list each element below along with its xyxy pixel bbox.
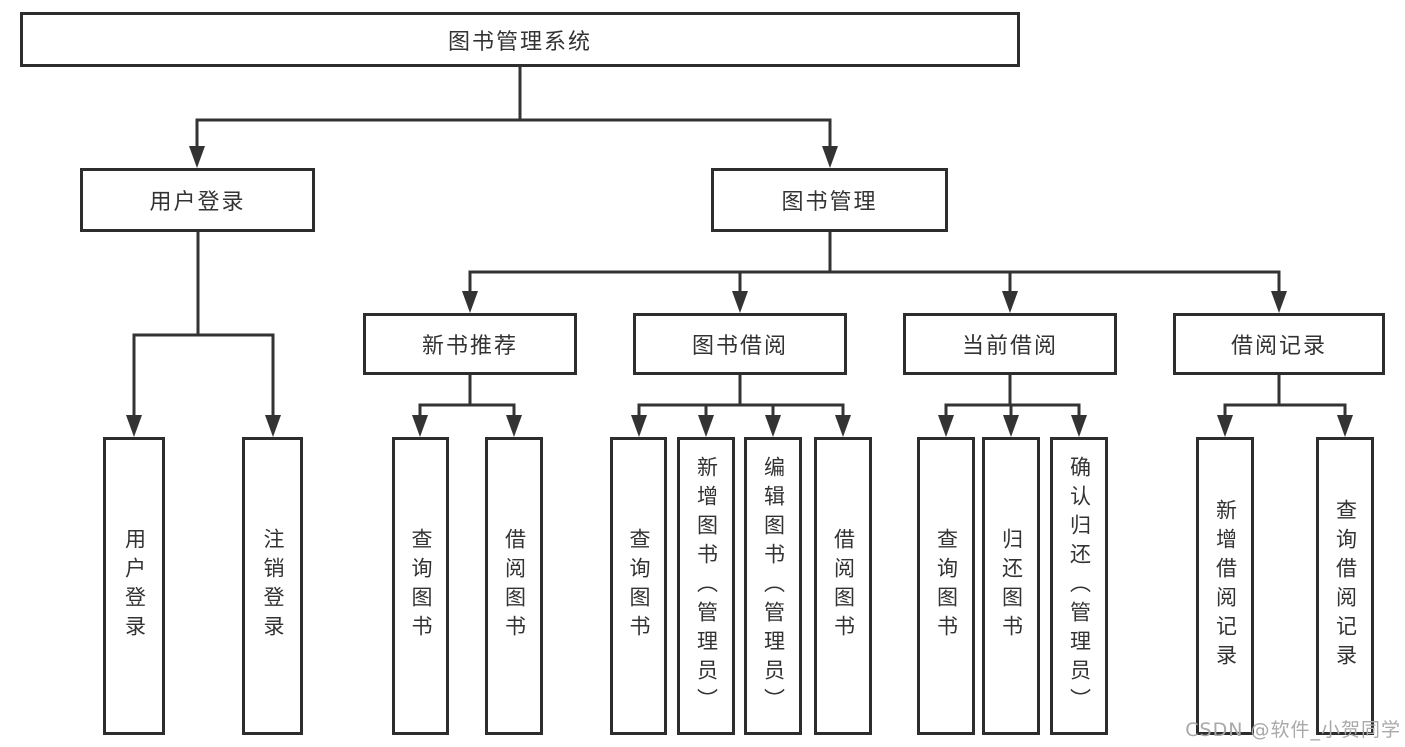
edge-current-borrow-to-leaves <box>944 375 1081 417</box>
arrowheads <box>126 146 1353 437</box>
csdn-watermark: CSDN @软件_小贺同学 <box>1185 719 1401 741</box>
node-borrow-records: 借阅记录 <box>1173 313 1385 375</box>
arrow-icon <box>189 146 205 168</box>
leaf-label: 确认归还（管理员） <box>1067 455 1092 717</box>
node-root-label: 图书管理系统 <box>447 29 592 55</box>
node-leaf-query-borrow-record: 查询借阅记录 <box>1316 437 1374 735</box>
node-book-management-label: 图书管理 <box>781 190 878 215</box>
arrow-icon <box>412 415 428 437</box>
leaf-label: 注销登录 <box>261 528 285 644</box>
arrow-icon <box>822 146 838 168</box>
arrow-icon <box>1337 415 1353 437</box>
leaf-label: 查询图书 <box>409 528 433 644</box>
node-leaf-edit-books-admin: 编辑图书（管理员） <box>744 437 802 735</box>
node-current-borrow: 当前借阅 <box>903 313 1117 375</box>
node-leaf-add-books-admin: 新增图书（管理员） <box>677 437 735 735</box>
leaf-label: 查询借阅记录 <box>1333 499 1358 673</box>
arrow-icon <box>1217 415 1233 437</box>
node-leaf-query-books-borrow: 查询图书 <box>610 437 667 735</box>
arrow-icon <box>1003 415 1019 437</box>
leaf-label: 编辑图书（管理员） <box>761 455 786 717</box>
node-book-management: 图书管理 <box>711 168 948 232</box>
arrow-icon <box>631 415 647 437</box>
node-new-book-recommend: 新书推荐 <box>363 313 577 375</box>
node-book-borrow-label: 图书借阅 <box>691 334 788 359</box>
node-borrow-records-label: 借阅记录 <box>1230 334 1327 359</box>
node-leaf-query-books-current: 查询图书 <box>917 437 975 735</box>
leaf-label: 借阅图书 <box>831 528 856 644</box>
arrow-icon <box>835 415 851 437</box>
node-current-borrow-label: 当前借阅 <box>961 334 1058 359</box>
node-leaf-logout: 注销登录 <box>242 437 303 735</box>
leaf-label: 借阅图书 <box>502 528 527 644</box>
arrow-icon <box>938 415 954 437</box>
node-leaf-add-borrow-record: 新增借阅记录 <box>1196 437 1254 735</box>
leaf-label: 归还图书 <box>999 528 1024 644</box>
edge-new-book-recommend-to-leaves <box>418 375 516 417</box>
edge-borrow-records-to-leaves <box>1223 375 1347 417</box>
edge-user-login-to-leaves <box>132 232 275 417</box>
edge-book-management-to-level3 <box>468 232 1281 293</box>
arrow-icon <box>265 415 281 437</box>
arrow-icon <box>765 415 781 437</box>
arrow-icon <box>462 291 478 313</box>
arrow-icon <box>1271 291 1287 313</box>
node-root: 图书管理系统 <box>20 12 1020 67</box>
arrow-icon <box>698 415 714 437</box>
arrow-icon <box>732 291 748 313</box>
arrow-icon <box>1071 415 1087 437</box>
leaf-label: 用户登录 <box>122 528 147 644</box>
arrow-icon <box>506 415 522 437</box>
arrow-icon <box>126 415 142 437</box>
node-leaf-query-books-recommend: 查询图书 <box>392 437 449 735</box>
node-book-borrow: 图书借阅 <box>633 313 847 375</box>
leaf-label: 新增借阅记录 <box>1213 499 1238 673</box>
leaf-label: 查询图书 <box>627 528 651 644</box>
arrow-icon <box>1002 291 1018 313</box>
node-leaf-return-books: 归还图书 <box>982 437 1040 735</box>
edge-root-to-level2 <box>195 67 832 148</box>
node-user-login-label: 用户登录 <box>149 190 246 215</box>
node-leaf-confirm-return-admin: 确认归还（管理员） <box>1050 437 1108 735</box>
node-leaf-borrow-books-recommend: 借阅图书 <box>485 437 543 735</box>
leaf-label: 查询图书 <box>934 528 959 644</box>
edge-book-borrow-to-leaves <box>637 375 845 417</box>
node-leaf-borrow-books-borrow: 借阅图书 <box>814 437 872 735</box>
leaf-label: 新增图书（管理员） <box>694 455 719 717</box>
node-leaf-user-login: 用户登录 <box>103 437 165 735</box>
node-new-book-recommend-label: 新书推荐 <box>421 334 518 359</box>
node-user-login: 用户登录 <box>80 168 315 232</box>
